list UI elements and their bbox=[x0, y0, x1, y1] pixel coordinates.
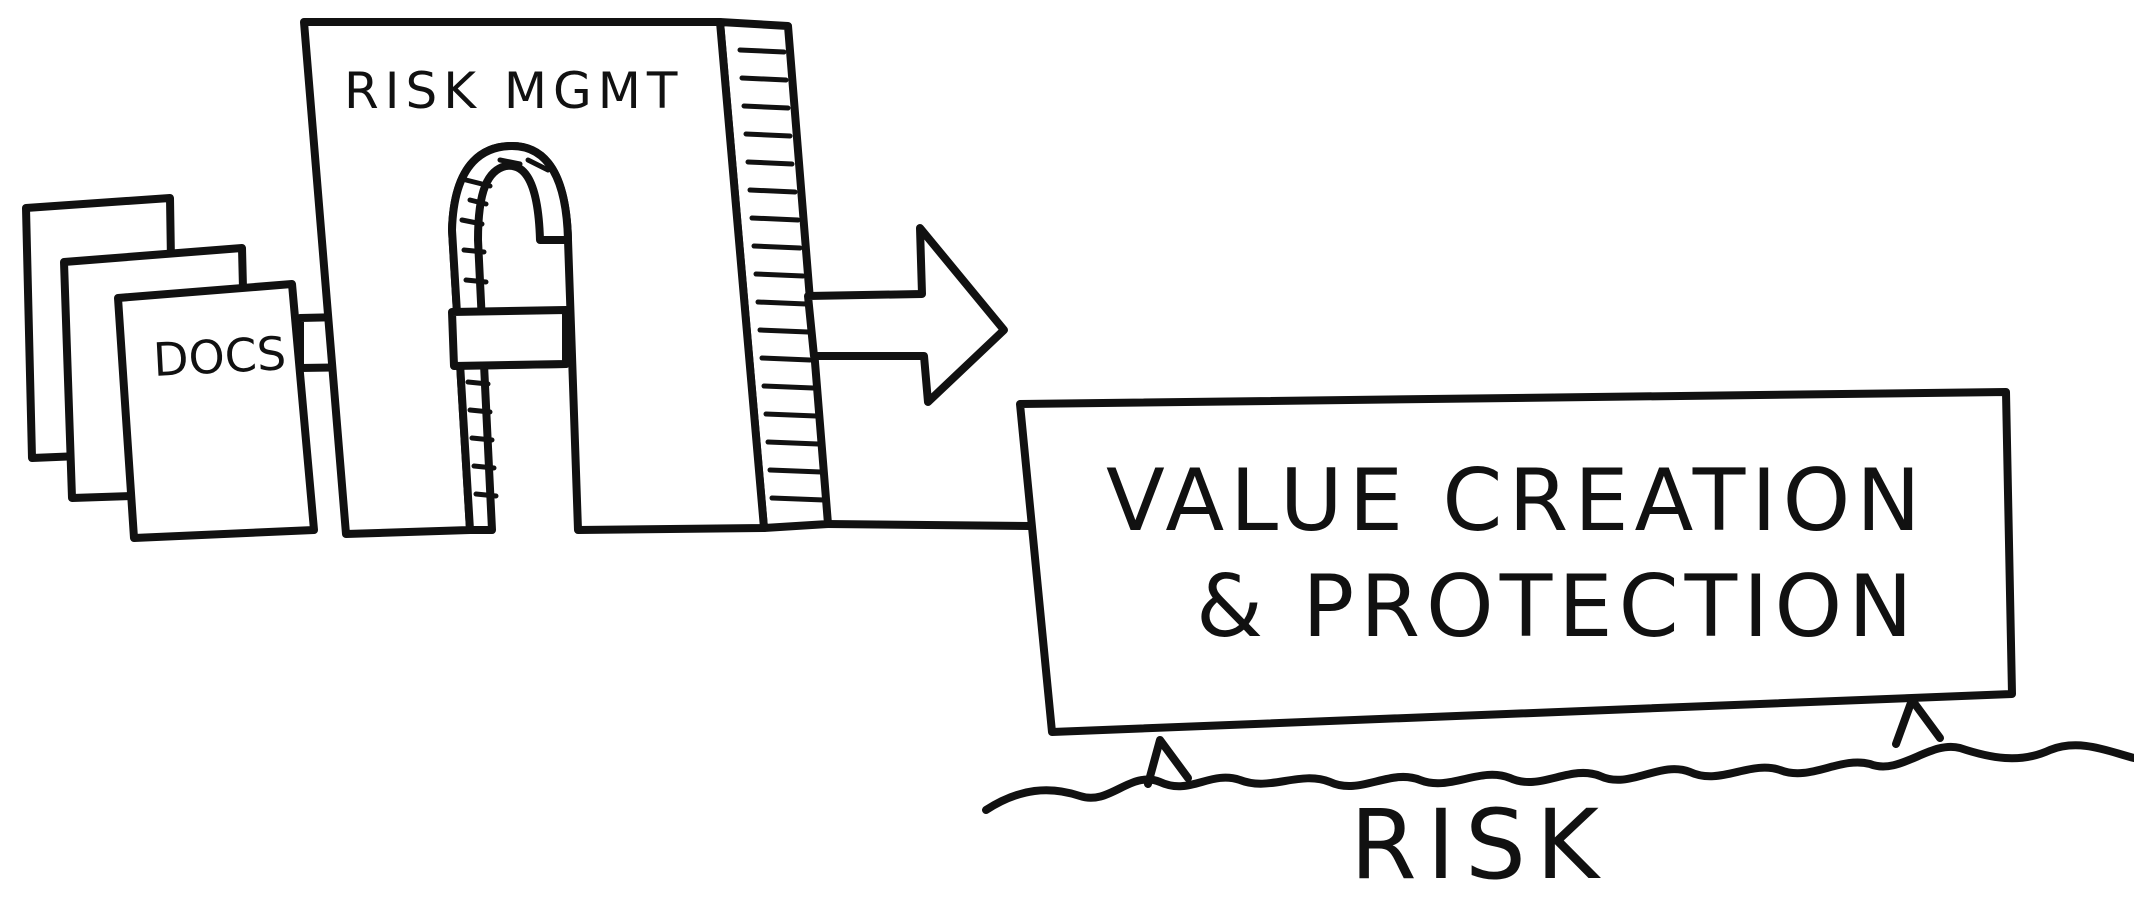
ground-line bbox=[822, 520, 1034, 530]
risk-label: RISK bbox=[1350, 789, 1609, 901]
docs-label: DOCS bbox=[152, 326, 288, 387]
building-label: RISK MGMT bbox=[344, 62, 683, 120]
value-box-frame bbox=[1016, 388, 2016, 736]
document-front bbox=[114, 280, 318, 542]
arrow-shape bbox=[804, 224, 1008, 406]
value-box: VALUE CREATION & PROTECTION bbox=[1016, 388, 2016, 736]
arch-depth bbox=[448, 142, 572, 534]
output-arrow bbox=[804, 224, 1008, 406]
pipe-through-arch bbox=[448, 306, 570, 370]
box-supports bbox=[1144, 696, 1944, 788]
risk-mgmt-building: RISK MGMT bbox=[300, 18, 832, 538]
value-box-line2: & PROTECTION bbox=[1196, 557, 1919, 657]
document-stack: DOCS bbox=[22, 194, 318, 542]
value-box-line1: VALUE CREATION bbox=[1106, 451, 1927, 551]
side-wall-hatching bbox=[737, 47, 827, 503]
arch-hatching bbox=[459, 157, 551, 499]
risk-water-line bbox=[982, 741, 2134, 814]
